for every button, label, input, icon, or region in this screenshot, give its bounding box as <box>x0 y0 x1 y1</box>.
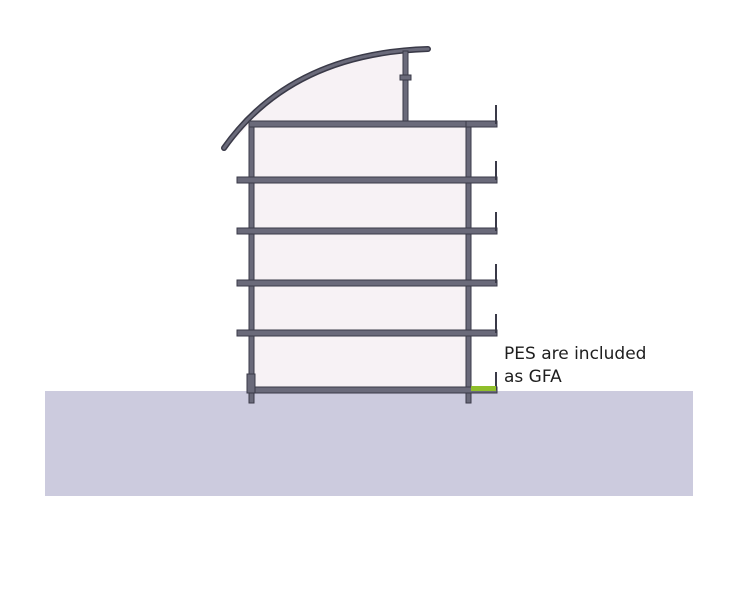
annotation-line-1: PES are included <box>504 344 647 364</box>
footing <box>465 392 472 404</box>
floor-slab <box>236 329 498 337</box>
roof-canopy-inner <box>222 47 430 150</box>
annotation-line-2: as GFA <box>504 367 562 387</box>
ground-floor-slab <box>248 386 498 394</box>
footing <box>248 392 255 404</box>
floor-slab <box>236 227 498 235</box>
right-column <box>465 123 472 403</box>
pes-annotation: PES are included as GFA <box>504 343 646 389</box>
building-interior <box>252 124 468 391</box>
canopy-support-post <box>402 50 409 124</box>
roof-balcony-ledge <box>465 120 498 128</box>
floor-slab <box>236 176 498 184</box>
roof-slab <box>248 120 472 128</box>
ground-block <box>45 391 693 496</box>
floor-slab <box>236 279 498 287</box>
left-column <box>248 123 255 403</box>
roof-canopy-interior <box>228 51 405 146</box>
canopy-post-bracket <box>399 74 412 81</box>
ground-wall-stub <box>246 373 256 394</box>
pes-highlight <box>471 386 496 391</box>
